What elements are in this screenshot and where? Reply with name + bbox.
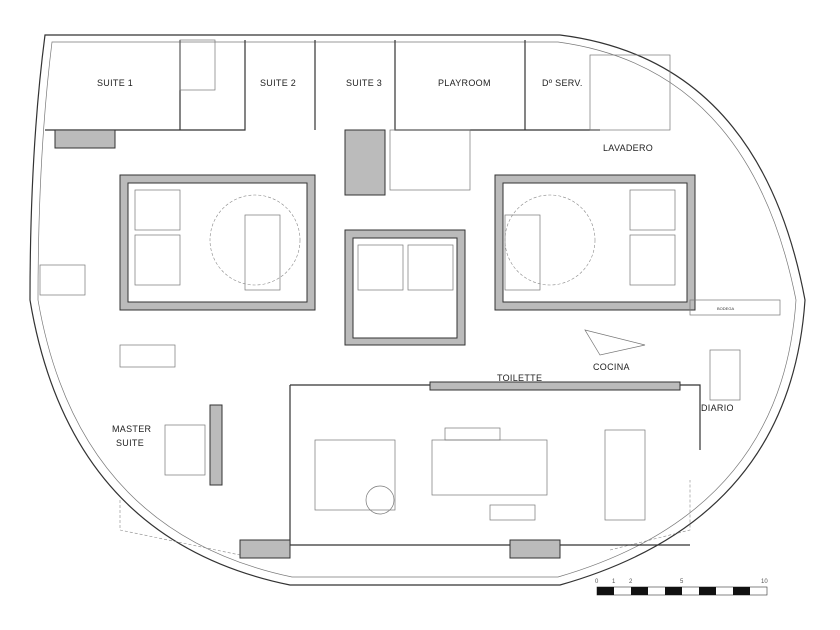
label-playroom: PLAYROOM [438, 78, 491, 88]
stair-core-left [119, 174, 316, 311]
scale-tick-10: 10 [761, 579, 768, 585]
outer-walls [29, 34, 806, 586]
label-diario: DIARIO [701, 403, 734, 413]
label-suite-2: SUITE 2 [260, 78, 296, 88]
room-labels: SUITE 1 SUITE 2 SUITE 3 PLAYROOM Dº SERV… [97, 78, 734, 448]
label-suite-3: SUITE 3 [346, 78, 382, 88]
label-master-2: SUITE [116, 438, 144, 448]
label-toilette: TOILETTE [497, 373, 542, 383]
living-area [39, 264, 781, 559]
label-dserv: Dº SERV. [542, 78, 583, 88]
scale-tick-5: 5 [680, 579, 684, 585]
label-cocina: COCINA [593, 362, 630, 372]
label-lavadero: LAVADERO [603, 143, 653, 153]
top-rooms [45, 39, 671, 196]
scale-tick-2: 2 [629, 579, 633, 585]
scale-bar: 0 1 2 5 10 [595, 579, 768, 596]
label-suite-1: SUITE 1 [97, 78, 133, 88]
scale-tick-0: 0 [595, 579, 599, 585]
stair-core-right [494, 174, 696, 311]
label-master-1: MASTER [112, 424, 152, 434]
label-bodega: BODEGA [717, 306, 734, 311]
scale-tick-1: 1 [612, 579, 616, 585]
elevator-core [344, 229, 466, 346]
